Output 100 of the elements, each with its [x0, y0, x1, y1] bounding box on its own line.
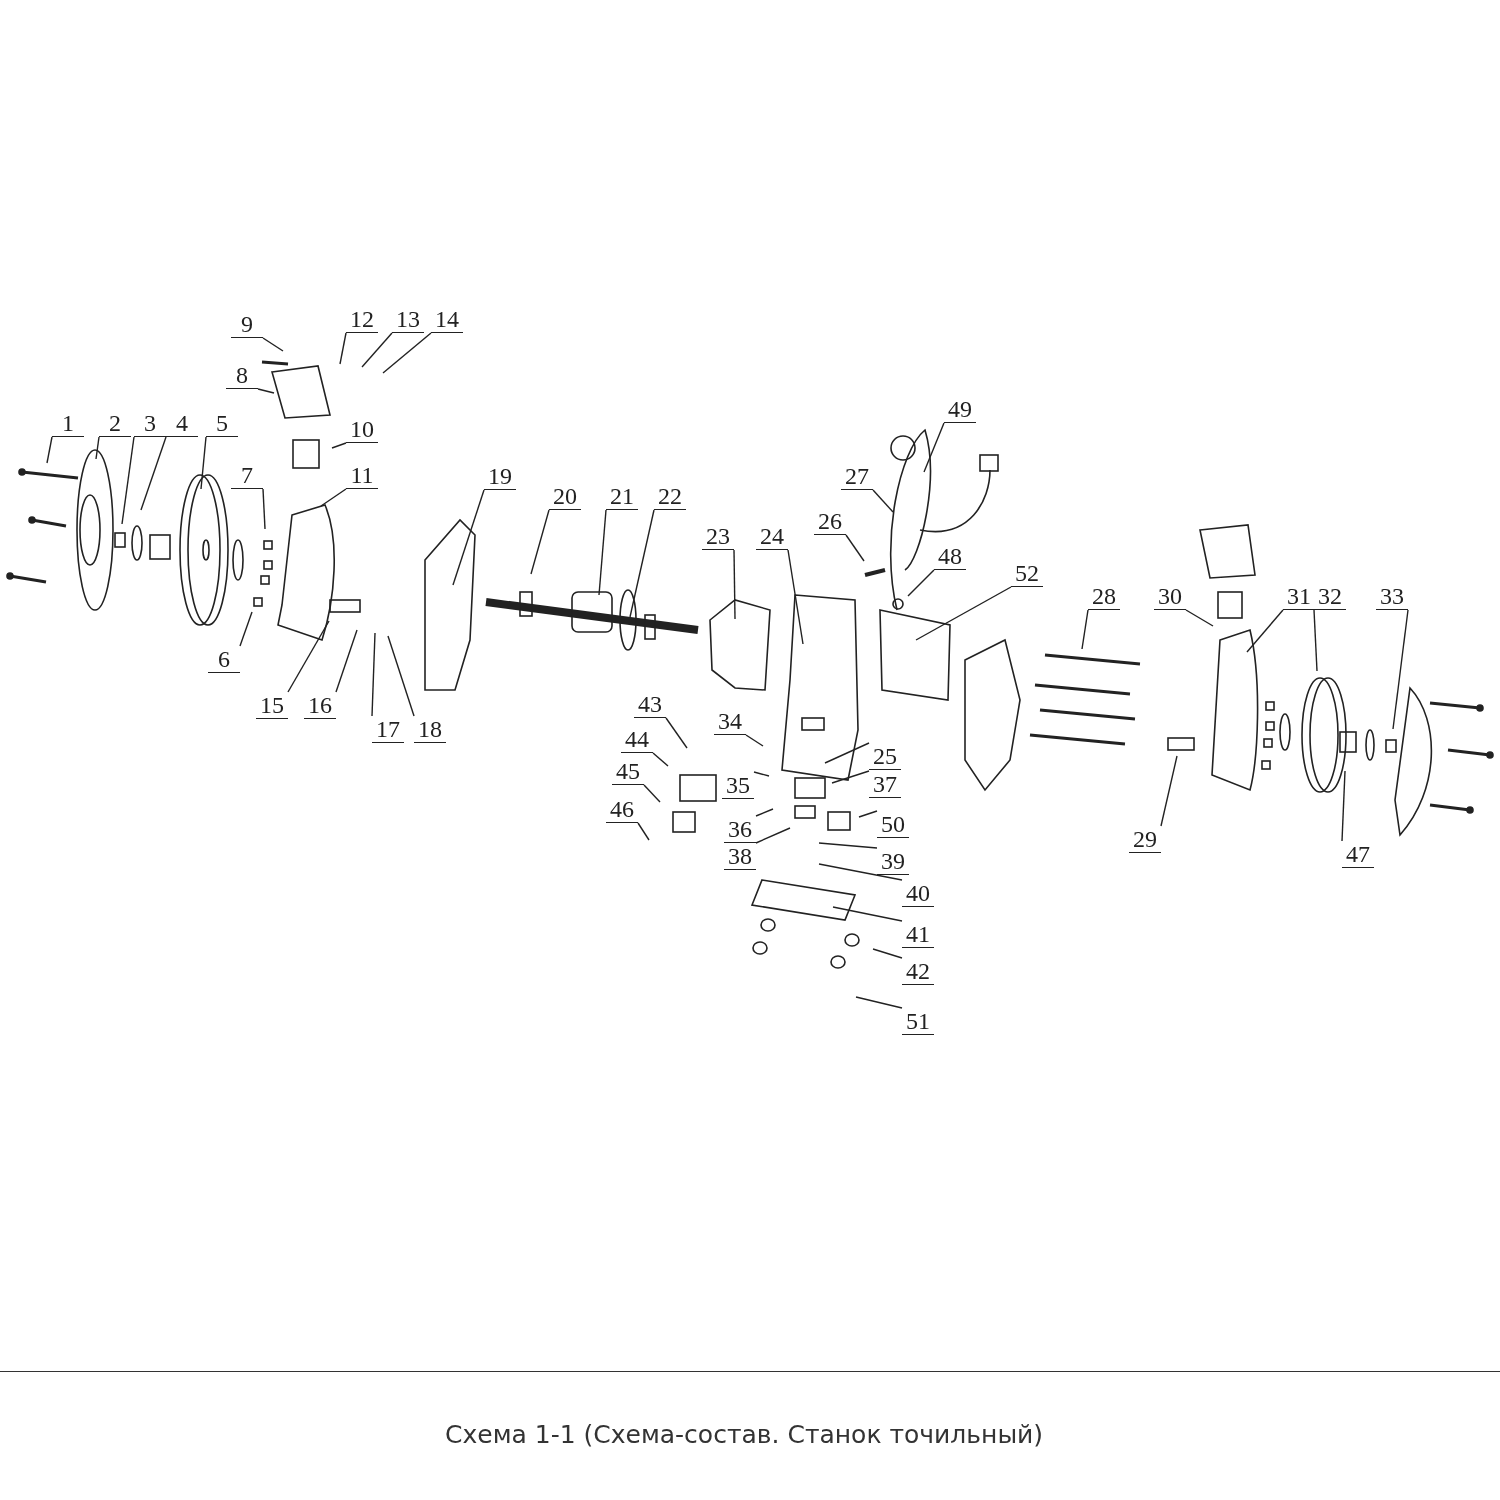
- callout-number: 1: [52, 410, 84, 437]
- callout-number: 6: [208, 646, 240, 673]
- callout-number: 33: [1376, 583, 1408, 610]
- leader-line: [1246, 609, 1284, 653]
- callout-number: 21: [606, 483, 638, 510]
- callout-number: 20: [549, 483, 581, 510]
- leader-line: [872, 948, 903, 959]
- callout-number: 25: [869, 743, 901, 770]
- leader-line: [907, 569, 935, 597]
- leader-line: [530, 509, 550, 575]
- callout-number: 9: [231, 311, 263, 338]
- callout-number: 22: [654, 483, 686, 510]
- leader-line: [257, 388, 275, 394]
- leader-line: [858, 810, 878, 818]
- leader-line: [387, 635, 415, 717]
- leader-line: [872, 489, 894, 513]
- callout-number: 8: [226, 362, 258, 389]
- leader-line: [1313, 609, 1318, 672]
- leader-line: [1081, 609, 1089, 650]
- leader-line: [637, 822, 650, 841]
- leader-line: [629, 509, 655, 618]
- leader-line: [331, 442, 347, 449]
- leader-line: [371, 632, 376, 717]
- leader-line: [382, 332, 432, 374]
- callout-number: 17: [372, 716, 404, 743]
- callout-number: 28: [1088, 583, 1120, 610]
- callout-number: 47: [1342, 841, 1374, 868]
- callout-number: 50: [877, 811, 909, 838]
- callout-number: 45: [612, 758, 644, 785]
- leader-line: [845, 534, 865, 562]
- callout-number: 40: [902, 880, 934, 907]
- leader-line: [755, 827, 791, 844]
- leader-line: [1160, 755, 1178, 827]
- leader-line: [452, 489, 485, 586]
- leader-line: [262, 488, 266, 530]
- leader-line: [121, 436, 135, 525]
- callout-number: 39: [877, 848, 909, 875]
- leader-line: [200, 436, 207, 490]
- callout-number: 10: [346, 416, 378, 443]
- callout-number: 37: [869, 771, 901, 798]
- callout-number: 26: [814, 508, 846, 535]
- leader-line: [643, 784, 661, 803]
- callout-number: 34: [714, 708, 746, 735]
- callout-number: 43: [634, 691, 666, 718]
- callout-number: 14: [431, 306, 463, 333]
- leader-line: [753, 771, 770, 777]
- leader-line: [831, 770, 870, 784]
- callout-number: 38: [724, 843, 756, 870]
- leader-line: [855, 996, 903, 1009]
- callout-number: 15: [256, 692, 288, 719]
- leader-line: [818, 863, 903, 881]
- leader-line: [665, 717, 688, 749]
- leader-line: [787, 549, 804, 645]
- leader-line: [745, 734, 764, 747]
- callout-number: 19: [484, 463, 516, 490]
- callout-number: 5: [206, 410, 238, 437]
- callout-number: 44: [621, 726, 653, 753]
- leader-line: [733, 549, 736, 620]
- leader-line: [335, 629, 358, 693]
- callout-number: 30: [1154, 583, 1186, 610]
- leader-line: [652, 752, 669, 767]
- callout-number: 29: [1129, 826, 1161, 853]
- leader-line: [95, 436, 100, 460]
- leader-line: [339, 332, 347, 365]
- leader-line: [361, 332, 393, 368]
- leader-line: [923, 422, 945, 473]
- leader-line: [239, 611, 253, 647]
- leader-line: [1341, 770, 1346, 842]
- callout-number: 11: [346, 462, 378, 489]
- callout-number: 42: [902, 958, 934, 985]
- callout-number: 32: [1314, 583, 1346, 610]
- callout-number: 27: [841, 463, 873, 490]
- callout-number: 48: [934, 543, 966, 570]
- callout-number: 16: [304, 692, 336, 719]
- callout-number: 13: [392, 306, 424, 333]
- leader-line: [818, 842, 878, 849]
- callout-number: 35: [722, 772, 754, 799]
- callout-number: 52: [1011, 560, 1043, 587]
- callout-number: 23: [702, 523, 734, 550]
- leader-line: [287, 620, 330, 693]
- leader-line: [320, 488, 347, 507]
- callout-number: 24: [756, 523, 788, 550]
- callout-number: 31: [1283, 583, 1315, 610]
- callout-number: 2: [99, 410, 131, 437]
- leader-line: [46, 436, 53, 464]
- leader-line: [262, 337, 284, 352]
- callout-number: 3: [134, 410, 166, 437]
- leader-line: [832, 906, 903, 922]
- callout-number: 49: [944, 396, 976, 423]
- callout-number: 7: [231, 462, 263, 489]
- leader-line: [1392, 609, 1409, 730]
- callout-number: 36: [724, 816, 756, 843]
- caption: Схема 1-1 (Схема-состав. Станок точильный): [445, 1420, 1044, 1449]
- callout-number: 46: [606, 796, 638, 823]
- callout-number: 4: [166, 410, 198, 437]
- leader-line: [915, 586, 1012, 641]
- leader-line: [824, 742, 870, 764]
- callout-number: 41: [902, 921, 934, 948]
- callout-number: 18: [414, 716, 446, 743]
- callout-number: 51: [902, 1008, 934, 1035]
